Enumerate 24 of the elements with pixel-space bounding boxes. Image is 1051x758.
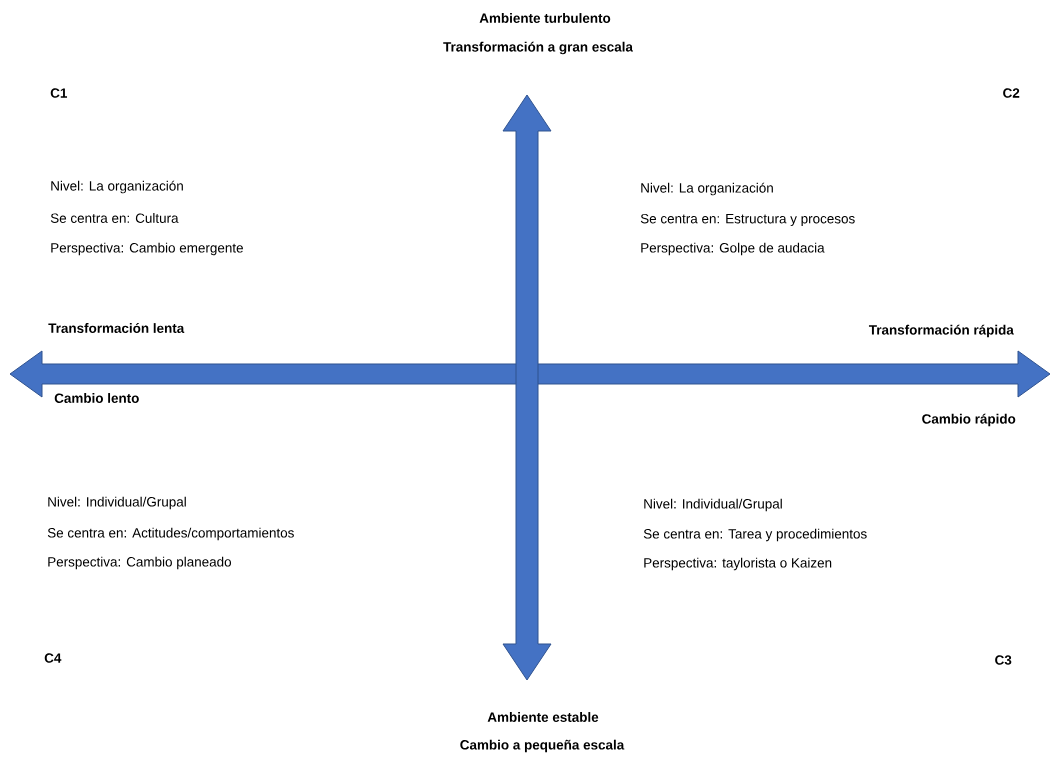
quadrant-label: C2 xyxy=(1003,88,1020,98)
quadrant-text: Perspectiva: Cambio emergente xyxy=(51,242,243,256)
quadrant-text: Nivel: La organización xyxy=(641,182,773,196)
quadrant-text: Nivel: Individual/Grupal xyxy=(48,496,186,510)
axis-label: Cambio a pequeña escala xyxy=(460,739,625,753)
quadrant-label: C3 xyxy=(995,655,1012,665)
quadrant-text: Se centra en: Estructura y procesos xyxy=(640,213,855,227)
quadrant-text: Perspectiva: Golpe de audacia xyxy=(641,242,825,256)
axis-label: Transformación a gran escala xyxy=(443,41,633,55)
quadrant-text: Perspectiva: Cambio planeado xyxy=(48,556,232,570)
quadrant-text: Nivel: Individual/Grupal xyxy=(644,498,782,512)
quadrant-text: Se centra en: Actitudes/comportamientos xyxy=(47,527,294,541)
quadrant-label: C4 xyxy=(44,653,62,663)
quadrant-text: Se centra en: Tarea y procedimientos xyxy=(643,528,867,542)
quadrant-text: Nivel: La organización xyxy=(51,180,183,194)
quadrant-label: C1 xyxy=(50,88,68,98)
axis-label: Transformación lenta xyxy=(48,323,185,333)
quadrant-text: Perspectiva: taylorista o Kaizen xyxy=(644,557,832,571)
axis-label: Cambio rápido xyxy=(922,413,1016,427)
axis-label: Cambio lento xyxy=(54,393,139,403)
axis-label: Ambiente estable xyxy=(487,712,599,722)
quadrant-text: Se centra en: Cultura xyxy=(50,213,179,223)
axis-label: Ambiente turbulento xyxy=(479,13,611,23)
axis-label: Transformación rápida xyxy=(868,324,1014,338)
